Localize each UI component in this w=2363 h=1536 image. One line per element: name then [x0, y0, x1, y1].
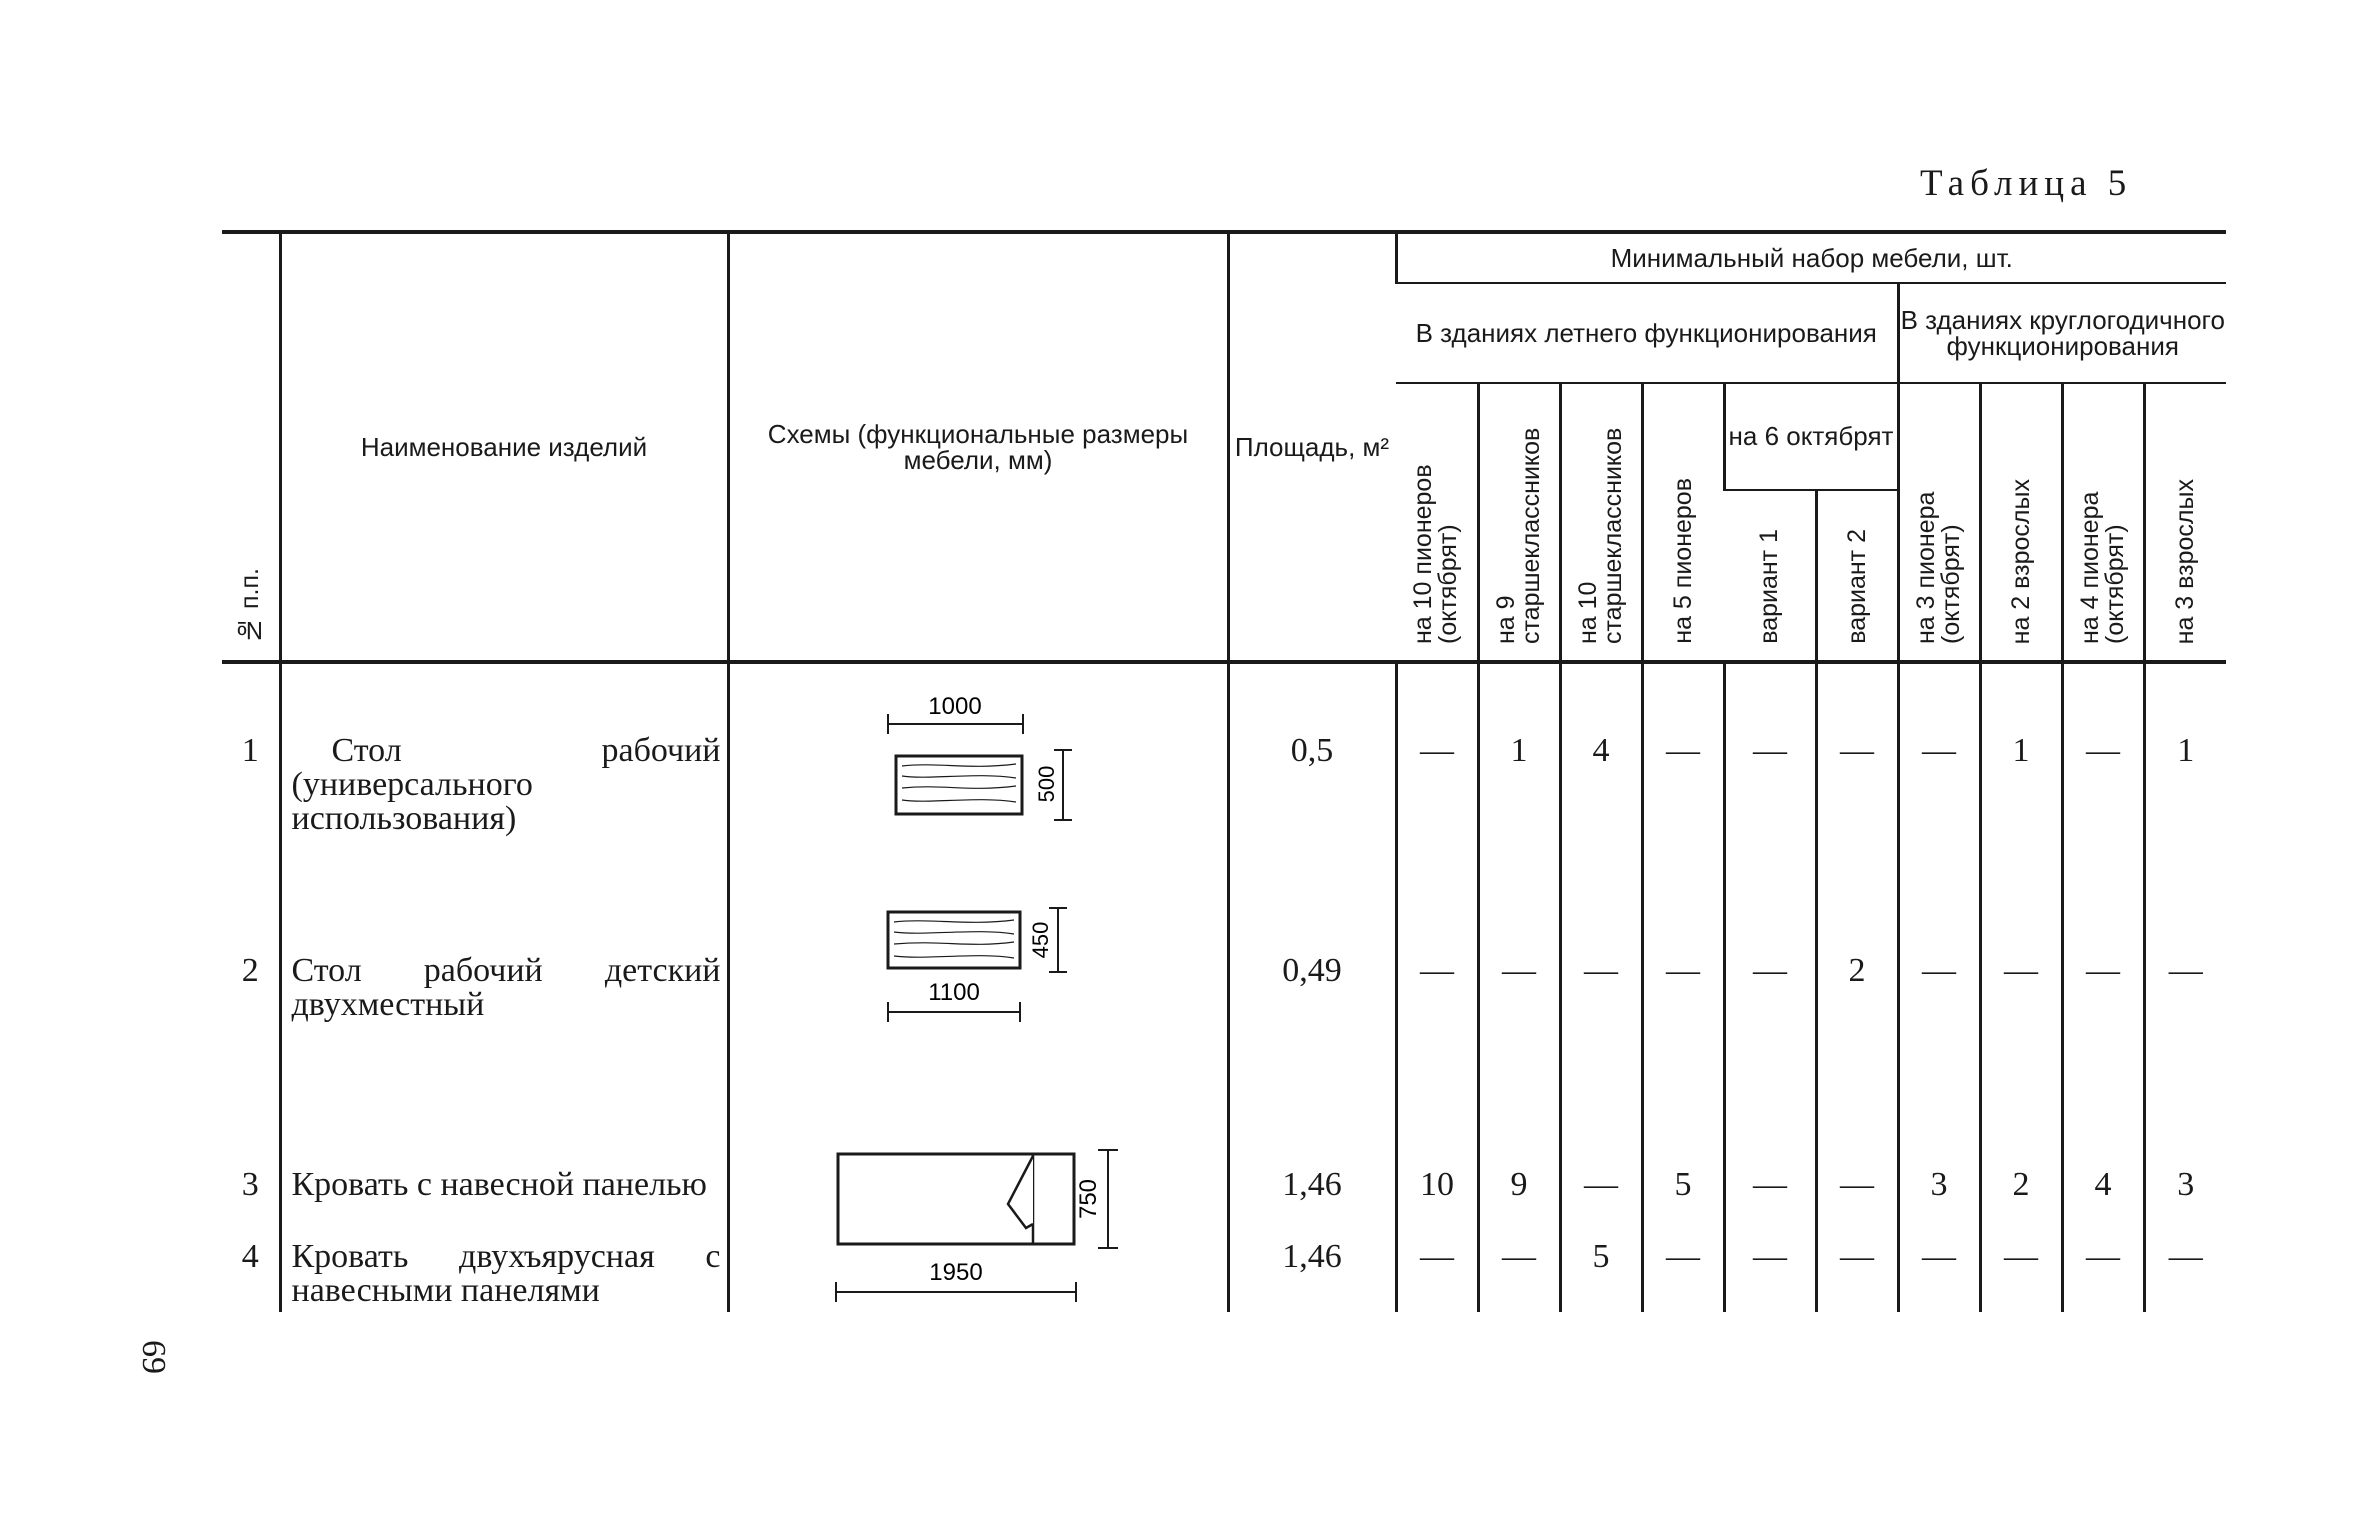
row-val: 1 — [2142, 662, 2226, 882]
table-title: Таблица 5 — [1920, 163, 2133, 204]
header-area: Площадь, м² — [1226, 230, 1396, 664]
dim-width-2: 1100 — [928, 979, 980, 1006]
table-row: 3 Кровать с навесной панелью 750 1950 — [222, 1096, 2226, 1312]
bed-drawing: 750 1950 — [835, 1149, 1118, 1302]
row-val: — — [1722, 1240, 1816, 1312]
row-val: — — [1394, 1240, 1478, 1312]
row-val: — — [2142, 1240, 2226, 1312]
row-val: 3 — [2142, 1096, 2226, 1240]
header-col-4: на 5 пионеров — [1640, 383, 1724, 664]
row-val: — — [1814, 1240, 1898, 1312]
row-val: 3 — [1896, 1096, 1980, 1240]
row-val: 1 — [1476, 662, 1560, 882]
row-val: 5 — [1640, 1096, 1724, 1240]
row-val: — — [2142, 882, 2226, 1096]
row-num: 3 — [241, 1166, 259, 1203]
row-val: — — [1394, 662, 1478, 882]
row-val: — — [1896, 1240, 1980, 1312]
row-val: 5 — [1558, 1240, 1642, 1312]
row-val: — — [1978, 882, 2062, 1096]
table-row: 2 Стол рабочий детский двухместный 450 1… — [222, 882, 2226, 1096]
row-val: 2 — [1978, 1096, 2062, 1240]
row-val: — — [1896, 662, 1980, 882]
header-summer: В зданиях летнего функционирования — [1396, 283, 1898, 384]
row-val: — — [2060, 1240, 2144, 1312]
row-val: — — [1640, 662, 1724, 882]
header-col-10: на 3 взрослых — [2142, 383, 2226, 664]
header-name: Наименование изделий — [278, 230, 728, 664]
row-val: — — [1722, 882, 1816, 1096]
dim-depth-1: 500 — [1034, 766, 1059, 803]
row-val: — — [1640, 1240, 1724, 1312]
page-number: 69 — [135, 1340, 172, 1374]
row-val: — — [2060, 662, 2144, 882]
header-col-9: на 4 пионера (октябрят) — [2060, 383, 2144, 664]
row-val: — — [1558, 882, 1642, 1096]
row-area: 0,5 — [1226, 662, 1396, 882]
row-name: Стол рабочий детский двухместный — [278, 882, 728, 1096]
dim-bed-width: 750 — [1075, 1179, 1102, 1219]
dim-width-1: 1000 — [928, 693, 981, 720]
row-val: 9 — [1476, 1096, 1560, 1240]
header-col-7: на 3 пионера (октябрят) — [1896, 383, 1980, 664]
row-val: 4 — [1558, 662, 1642, 882]
row-val: 1 — [1978, 662, 2062, 882]
header-col-1: на 10 пионеров (октябрят) — [1396, 383, 1478, 664]
row-val: — — [1476, 1240, 1560, 1312]
furniture-table: № п.п. Наименование изделий Схемы (функц… — [222, 230, 2226, 1312]
table-row: 1 Стол рабочий (универсального использов… — [222, 662, 2226, 882]
row-val: — — [2060, 882, 2144, 1096]
scheme-table-1: 1000 500 — [726, 662, 1228, 882]
row-num: 2 — [241, 952, 259, 989]
header-min-set: Минимальный набор мебели, шт. — [1394, 230, 2226, 284]
header-col-8: на 2 взрослых — [1978, 383, 2062, 664]
table-2-drawing: 450 1100 — [886, 907, 1067, 1022]
dim-bed-length: 1950 — [929, 1259, 982, 1286]
row-area: 1,46 — [1226, 1096, 1396, 1240]
header-col-5: вариант 1 — [1724, 489, 1816, 665]
scheme-table-2: 450 1100 — [726, 882, 1228, 1096]
header-col-2: на 9 старшеклассников — [1476, 383, 1560, 664]
row-val: — — [1558, 1096, 1642, 1240]
header-oct6: на 6 октябрят — [1722, 383, 1898, 491]
header-yearround: В зданиях круглогодичного функционирован… — [1896, 283, 2226, 384]
row-val: — — [1722, 1096, 1816, 1240]
dim-depth-2: 450 — [1028, 922, 1053, 959]
row-name: Кровать двухъярусная с навесными панелям… — [278, 1240, 728, 1312]
table-1-drawing: 1000 500 — [887, 693, 1072, 821]
header-scheme: Схемы (функциональные размеры мебели, мм… — [726, 230, 1228, 664]
row-num: 4 — [241, 1238, 259, 1275]
row-val: — — [1978, 1240, 2062, 1312]
header-col-6: вариант 2 — [1814, 489, 1898, 665]
header-col-3: на 10 старшеклассников — [1558, 383, 1642, 664]
row-val: — — [1722, 662, 1816, 882]
row-area: 0,49 — [1226, 882, 1396, 1096]
row-name: Стол рабочий (универсального использован… — [278, 662, 728, 882]
row-val: — — [1394, 882, 1478, 1096]
header-num: № п.п. — [222, 230, 280, 664]
row-val: 4 — [2060, 1096, 2144, 1240]
row-val: — — [1640, 882, 1724, 1096]
row-val: — — [1476, 882, 1560, 1096]
row-val: 2 — [1814, 882, 1898, 1096]
table-row: 4 Кровать двухъярусная с навесными панел… — [222, 1240, 2226, 1312]
row-val: — — [1814, 662, 1898, 882]
scheme-bed: 750 1950 — [726, 1096, 1228, 1312]
row-val: — — [1896, 882, 1980, 1096]
row-val: — — [1814, 1096, 1898, 1240]
row-name: Кровать с навесной панелью — [278, 1096, 728, 1240]
row-val: 10 — [1394, 1096, 1478, 1240]
row-num: 1 — [241, 732, 259, 769]
row-area: 1,46 — [1226, 1240, 1396, 1312]
